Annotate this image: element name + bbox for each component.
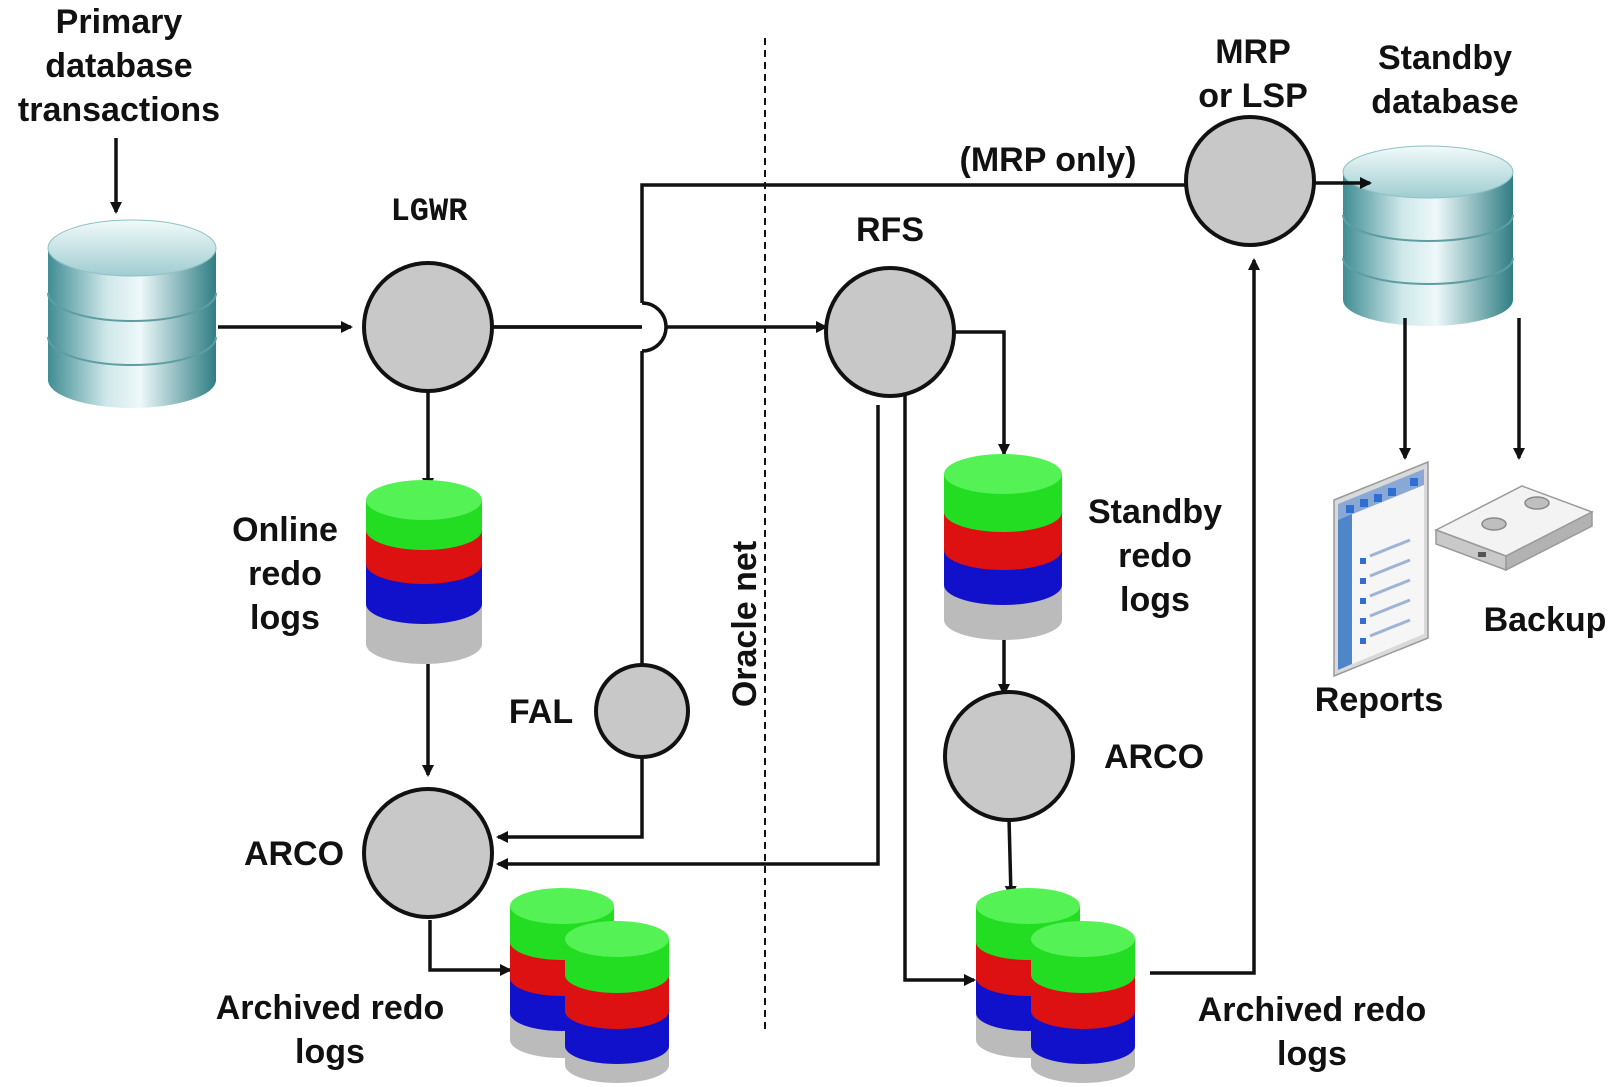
reports-label: Reports (1314, 681, 1444, 719)
mrp-lsp-label: MRP or LSP (1198, 33, 1308, 115)
standby-redo-log-icon (944, 454, 1062, 640)
archived-redo-log-standby-icon (976, 888, 1135, 1083)
report-document-icon (1333, 460, 1429, 678)
standby-database-label: Standby database (1371, 39, 1519, 121)
backup-label: Backup (1483, 601, 1607, 639)
archived-redo-primary-label: Archived redo logs (215, 989, 445, 1071)
lgwr-process (362, 261, 494, 393)
connector-lines (110, 138, 1525, 986)
archived-redo-standby-label: Archived redo logs (1197, 991, 1427, 1073)
standby-database-icon (1342, 145, 1514, 326)
archived-redo-log-primary-icon (510, 888, 669, 1083)
primary-database-icon (47, 219, 217, 408)
standby-redo-label: Standby redo logs (1087, 493, 1223, 619)
tape-backup-icon (1434, 485, 1594, 572)
lgwr-label: LGWR (390, 193, 468, 230)
arco-standby-label: ARCO (1103, 738, 1205, 776)
fal-process (594, 663, 690, 759)
rfs-label: RFS (856, 211, 924, 249)
mrp-only-label: (MRP only) (959, 141, 1137, 179)
primary-transactions-label: Primary database transactions (17, 3, 221, 129)
arco-primary-process (362, 787, 494, 919)
arco-standby-process (943, 690, 1075, 822)
oracle-net-label: Oracle net (726, 540, 764, 708)
online-redo-label: Online redo logs (232, 511, 338, 637)
rfs-process (824, 266, 956, 398)
fal-label: FAL (508, 693, 574, 731)
mrp-lsp-process (1184, 115, 1316, 247)
arco-primary-label: ARCO (243, 835, 345, 873)
online-redo-log-icon (366, 480, 482, 664)
